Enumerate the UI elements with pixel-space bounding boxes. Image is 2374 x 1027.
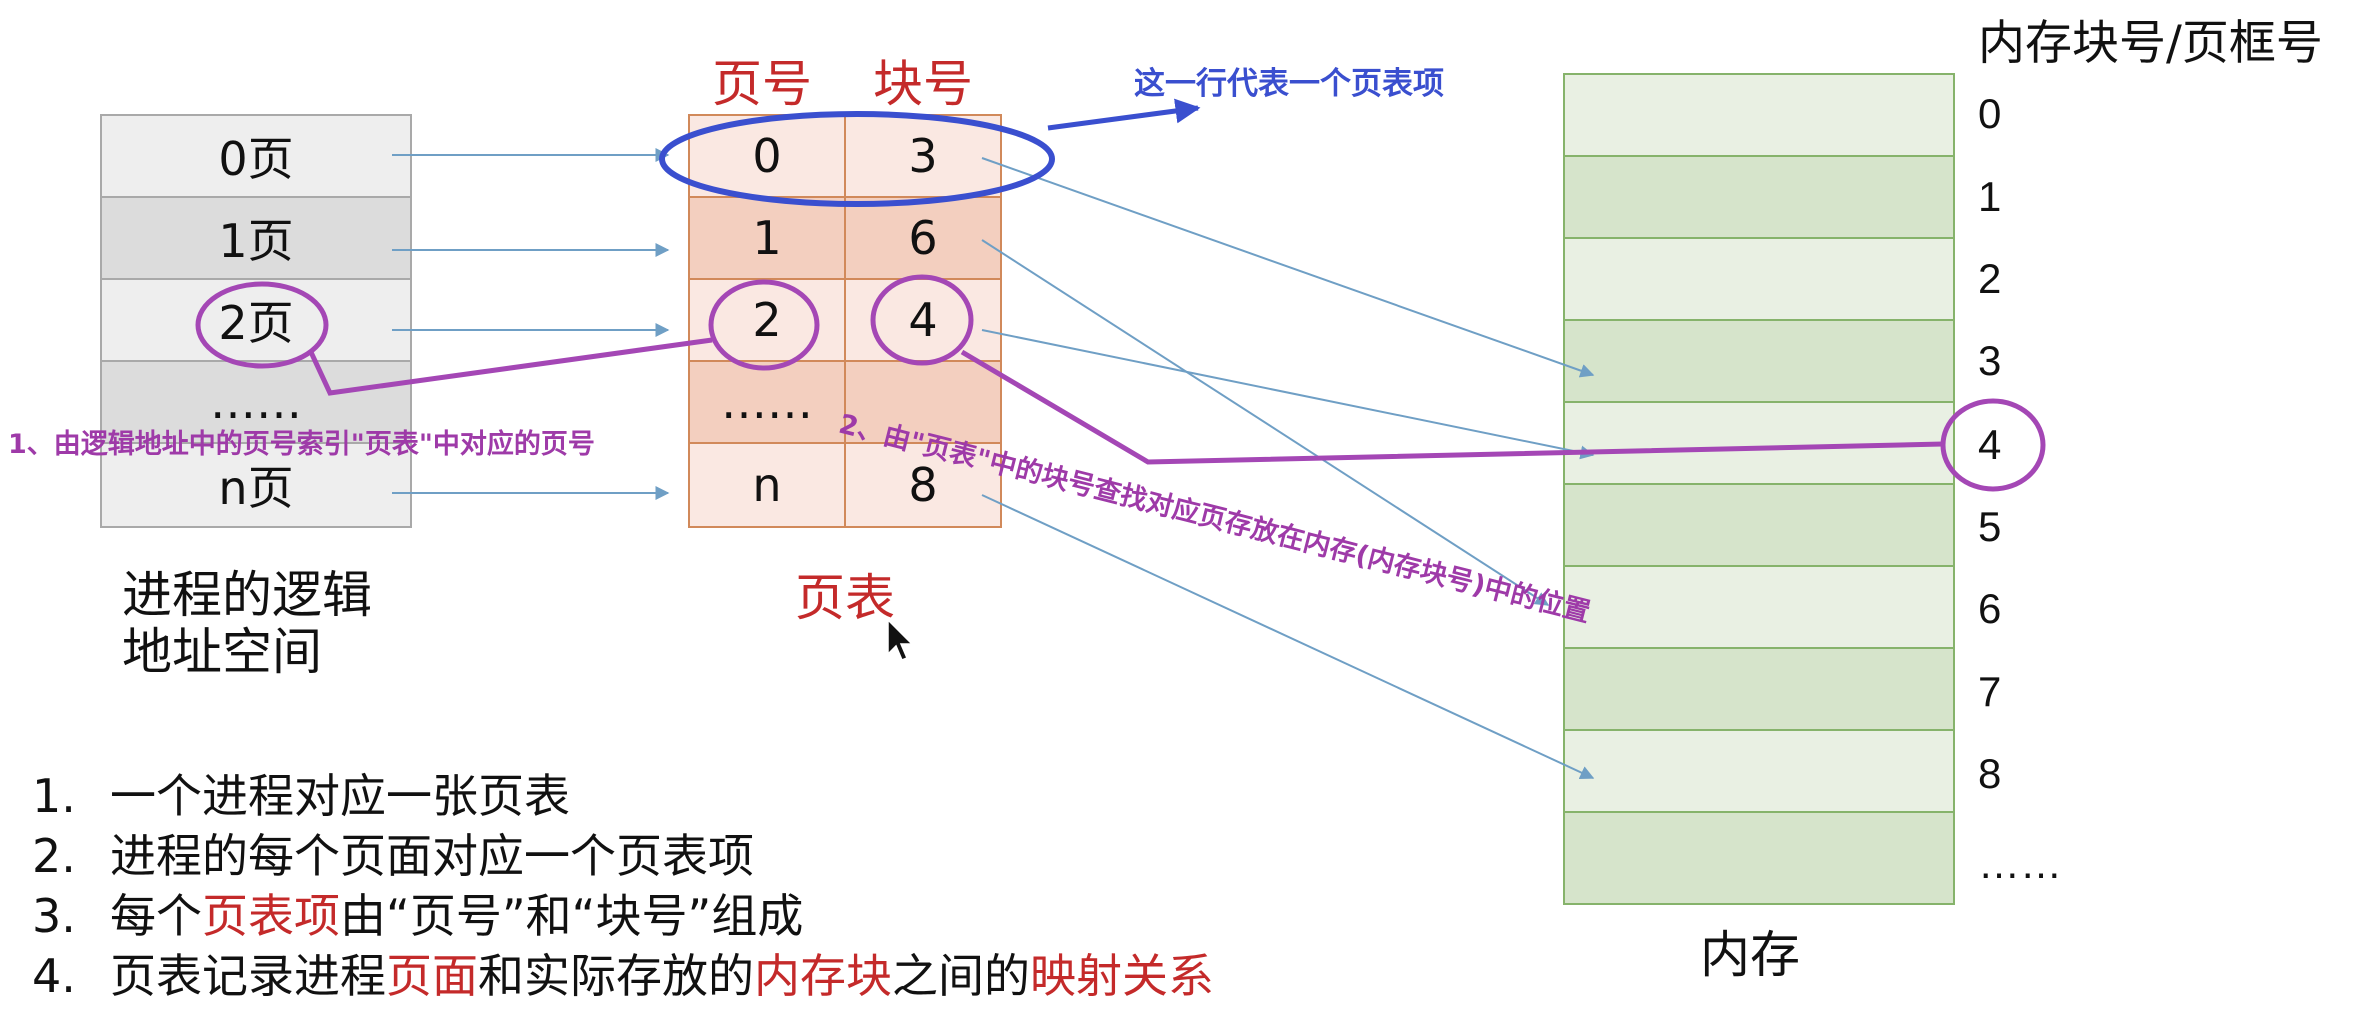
note-highlight: 页表项 bbox=[202, 889, 340, 943]
note-text: 页表记录进程 bbox=[110, 949, 386, 1003]
logical-row-2: 2页 bbox=[100, 278, 412, 362]
note-item-2: 2. 进程的每个页面对应一个页表项 bbox=[32, 820, 754, 886]
mouse-cursor-icon bbox=[887, 618, 914, 661]
page-number: n bbox=[752, 458, 782, 512]
memory-block-8 bbox=[1563, 729, 1955, 813]
note-text: 由“页号”和“块号”组成 bbox=[340, 889, 804, 943]
page-table-header-page: 页号 bbox=[712, 55, 812, 113]
memory-header: 内存块号/页框号 bbox=[1978, 16, 2323, 71]
arrow-block-8 bbox=[981, 494, 1595, 780]
logical-row-n: n页 bbox=[100, 442, 412, 528]
memory-index-7: 7 bbox=[1978, 668, 2002, 715]
page-number: 1 bbox=[752, 211, 782, 265]
note-number: 1. bbox=[32, 769, 76, 823]
page-table-block-0: 3 bbox=[844, 114, 1002, 198]
page-table-block-n: 8 bbox=[844, 442, 1002, 528]
memory-index-0: 0 bbox=[1978, 90, 2002, 137]
note-text: 之间的 bbox=[892, 949, 1030, 1003]
highlight-logical-page-2 bbox=[195, 281, 329, 369]
memory-block-9 bbox=[1563, 811, 1955, 905]
page-number: 0 bbox=[752, 129, 782, 183]
arrow-block-3 bbox=[981, 157, 1595, 378]
memory-index-2: 2 bbox=[1978, 255, 2002, 302]
block-number: 6 bbox=[908, 211, 938, 265]
note-item-3: 3. 每个页表项由“页号”和“块号”组成 bbox=[32, 880, 803, 946]
block-number: 8 bbox=[908, 458, 938, 512]
page-number: 2 bbox=[752, 293, 782, 347]
note-highlight: 页面 bbox=[386, 949, 478, 1003]
note-item-1: 1. 一个进程对应一张页表 bbox=[32, 760, 570, 826]
memory-block-6 bbox=[1563, 565, 1955, 649]
block-number: 4 bbox=[908, 293, 938, 347]
memory-index-6: 6 bbox=[1978, 585, 2002, 632]
highlight-entry-ellipse bbox=[659, 111, 1055, 207]
note-text: 一个进程对应一张页表 bbox=[110, 769, 570, 823]
note-text: 和实际存放的 bbox=[478, 949, 754, 1003]
purple-link-step2 bbox=[960, 349, 1944, 465]
logical-caption-line2: 地址空间 bbox=[122, 623, 322, 681]
memory-block-7 bbox=[1563, 647, 1955, 731]
logical-row-ellipsis: …… bbox=[100, 360, 412, 444]
page-table-page-1: 1 bbox=[688, 196, 846, 280]
highlight-page-number-2 bbox=[708, 279, 820, 371]
note-highlight: 内存块 bbox=[754, 949, 892, 1003]
logical-row-label: n页 bbox=[218, 461, 294, 515]
logical-row-0: 0页 bbox=[100, 114, 412, 198]
logical-row-label: 0页 bbox=[218, 132, 294, 186]
annotation-row-entry: 这一行代表一个页表项 bbox=[1134, 66, 1444, 102]
block-number: 3 bbox=[908, 129, 938, 183]
memory-index-1: 1 bbox=[1978, 173, 2002, 220]
page-table-page-ellipsis: …… bbox=[688, 360, 846, 444]
page-table-caption: 页表 bbox=[795, 569, 895, 627]
memory-caption: 内存 bbox=[1700, 926, 1800, 984]
note-highlight: 映射关系 bbox=[1030, 949, 1214, 1003]
page-table-header-block: 块号 bbox=[873, 55, 973, 113]
arrow-block-4 bbox=[981, 329, 1595, 460]
memory-index-3: 3 bbox=[1978, 337, 2002, 384]
memory-index-4: 4 bbox=[1978, 421, 2002, 468]
memory-index-5: 5 bbox=[1978, 503, 2002, 550]
logical-row-label: …… bbox=[210, 375, 302, 429]
note-number: 3. bbox=[32, 889, 76, 943]
arrow-entry-annotation bbox=[1047, 98, 1201, 131]
annotation-step1: 1、由逻辑地址中的页号索引"页表"中对应的页号 bbox=[8, 429, 595, 460]
highlight-memory-index-4 bbox=[1940, 398, 2046, 492]
memory-block-0 bbox=[1563, 73, 1955, 157]
note-item-4: 4. 页表记录进程页面和实际存放的内存块之间的映射关系 bbox=[32, 940, 1214, 1006]
page-number: …… bbox=[721, 375, 813, 429]
memory-index-8: 8 bbox=[1978, 750, 2002, 797]
page-table-page-n: n bbox=[688, 442, 846, 528]
page-table-block-2: 4 bbox=[844, 278, 1002, 362]
logical-row-label: 2页 bbox=[218, 296, 294, 350]
memory-index-ellipsis: …… bbox=[1978, 840, 2062, 887]
note-number: 4. bbox=[32, 949, 76, 1003]
logical-caption-line1: 进程的逻辑 bbox=[122, 566, 372, 624]
arrow-block-6 bbox=[981, 239, 1550, 606]
note-text: 进程的每个页面对应一个页表项 bbox=[110, 829, 754, 883]
note-text: 每个 bbox=[110, 889, 202, 943]
memory-block-1 bbox=[1563, 155, 1955, 239]
purple-link-step1 bbox=[307, 337, 713, 396]
logical-row-label: 1页 bbox=[218, 214, 294, 268]
highlight-block-number-4 bbox=[870, 274, 974, 366]
page-table-page-2: 2 bbox=[688, 278, 846, 362]
note-number: 2. bbox=[32, 829, 76, 883]
